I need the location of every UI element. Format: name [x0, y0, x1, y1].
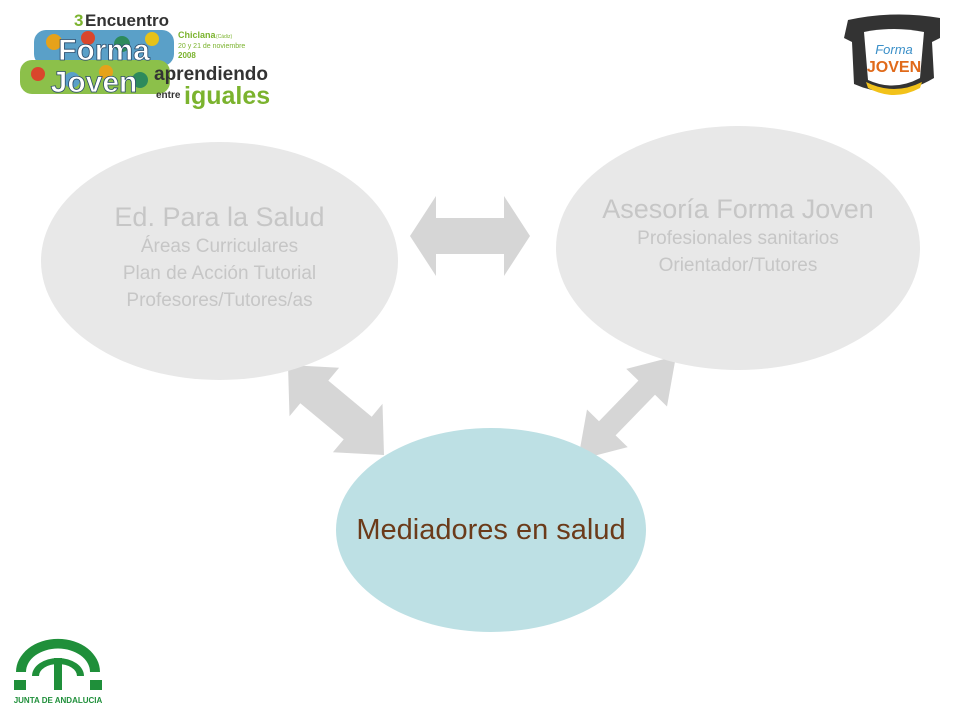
- node-left-title: Ed. Para la Salud: [114, 201, 325, 232]
- node-asesoria-forma-joven: Asesoría Forma Joven Profesionales sanit…: [556, 126, 920, 370]
- event-word: Encuentro: [85, 11, 169, 30]
- brand-line2: Joven: [51, 66, 138, 99]
- node-left-line: Áreas Curriculares: [140, 235, 299, 257]
- arrow-left-bottom: [288, 365, 384, 455]
- junta-logo-text: JUNTA DE ANDALUCIA: [14, 696, 103, 705]
- node-mediadores-en-salud: [336, 428, 646, 632]
- slogan-aprendiendo: aprendiendo: [154, 64, 268, 85]
- slogan-iguales: iguales: [184, 82, 270, 110]
- event-dates: 20 y 21 de noviembre: [178, 43, 245, 50]
- event-year: 2008: [178, 51, 196, 60]
- badge-line2: JOVEN: [867, 59, 921, 76]
- node-right-title: Asesoría Forma Joven: [602, 194, 874, 224]
- node-left-line: Profesores/Tutores/as: [126, 289, 313, 311]
- event-ordinal: 3: [74, 11, 83, 30]
- node-right-line: Orientador/Tutores: [658, 255, 818, 276]
- brand-mosaic: [20, 30, 174, 94]
- badge-line1: Forma: [875, 42, 913, 57]
- event-location: Chiclana: [178, 30, 217, 40]
- node-right-line: Profesionales sanitarios: [637, 228, 839, 249]
- node-left-line: Plan de Acción Tutorial: [122, 262, 317, 284]
- node-bottom-title: Mediadores en salud: [356, 514, 626, 546]
- event-logo: 3 Encuentro Forma Joven Chiclana (Cádiz)…: [18, 8, 286, 110]
- arrow-left-right: [410, 196, 530, 276]
- node-ed-para-la-salud: Ed. Para la Salud Áreas Curriculares Pla…: [41, 142, 398, 380]
- forma-joven-badge: Forma JOVEN: [844, 14, 940, 95]
- event-location-note: (Cádiz): [216, 34, 232, 40]
- slogan-entre: entre: [156, 90, 181, 101]
- brand-line1: Forma: [58, 34, 150, 67]
- arrow-right-bottom: [578, 356, 676, 460]
- junta-andalucia-logo: JUNTA DE ANDALUCIA: [14, 638, 103, 705]
